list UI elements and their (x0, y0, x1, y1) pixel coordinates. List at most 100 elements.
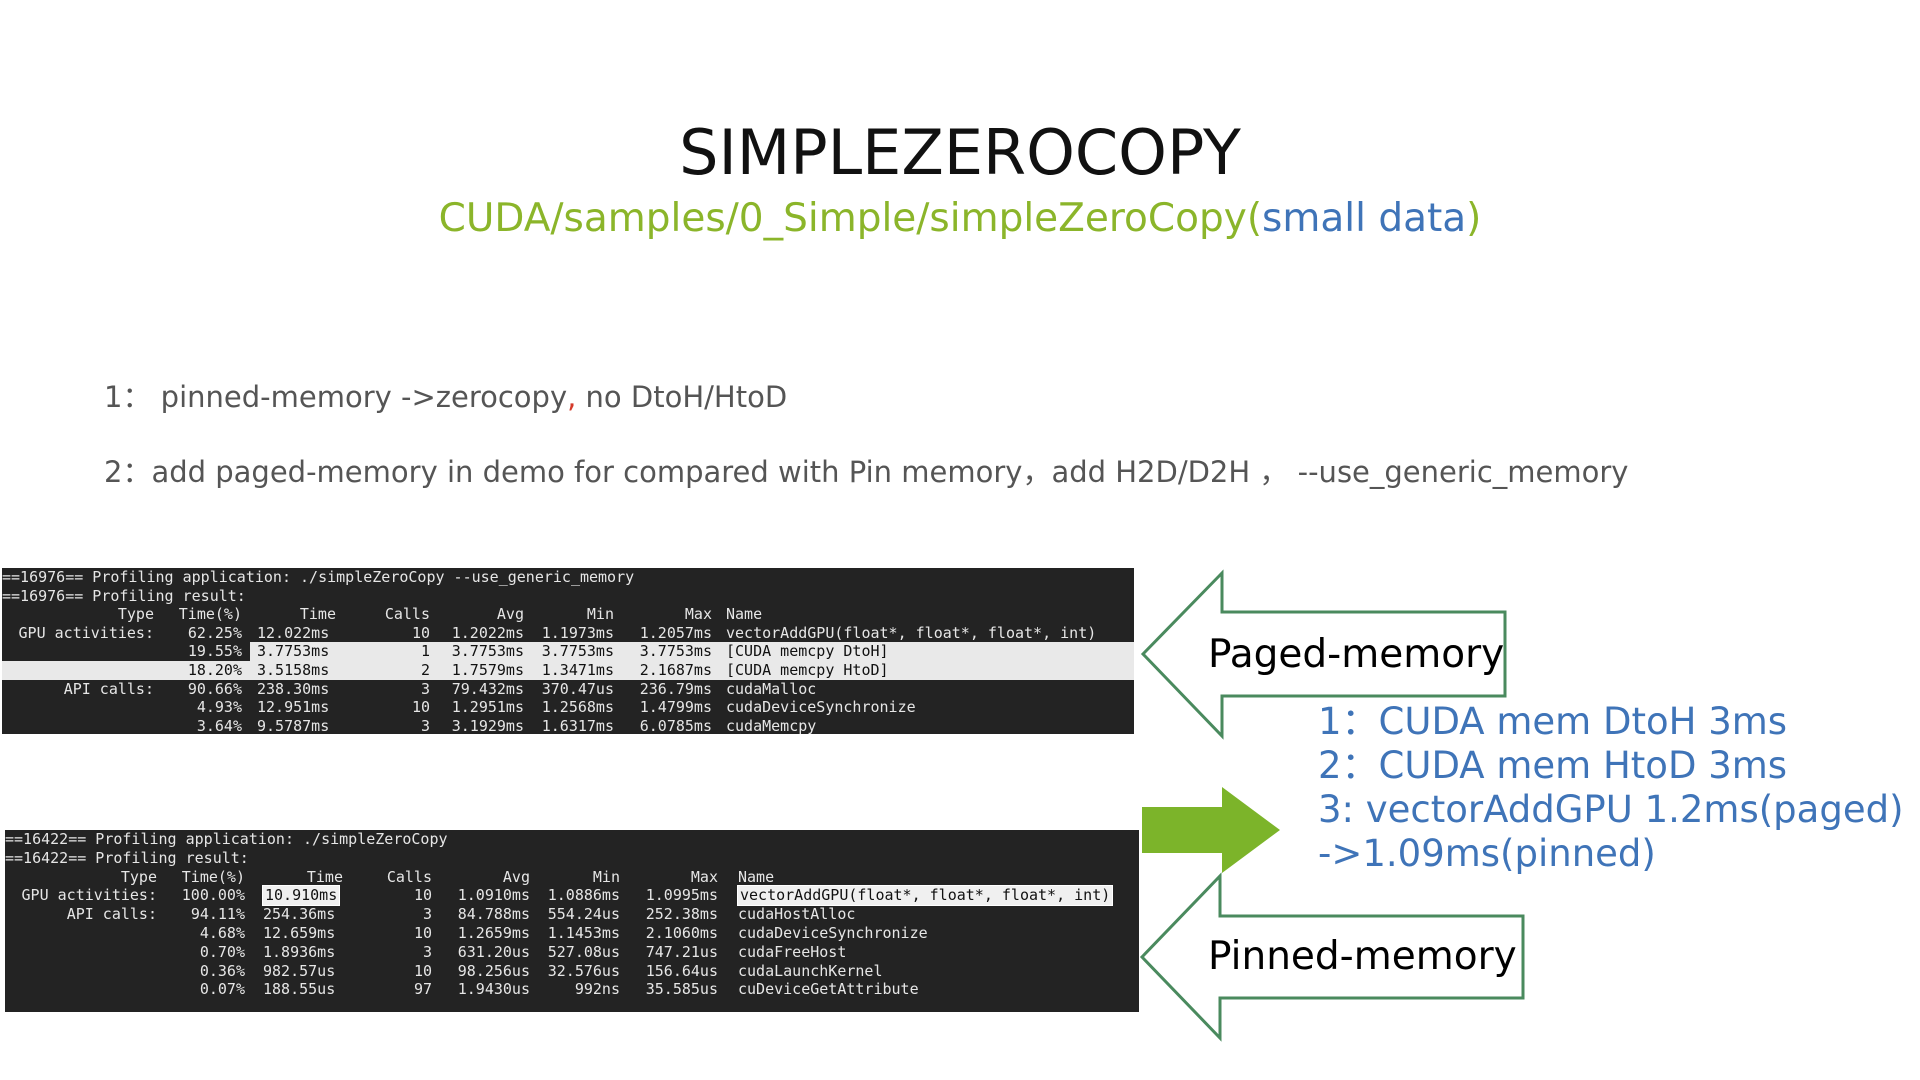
table-cell-calls: 10 (413, 923, 432, 942)
terminal-line: ==16422== Profiling application: ./simpl… (5, 830, 448, 848)
table-cell-calls: 3 (422, 905, 432, 924)
table-cell-type: Type (117, 605, 154, 624)
table-cell-time: 3.7753ms (257, 642, 330, 661)
table-cell-calls: 3 (420, 716, 430, 734)
table-cell-calls: 10 (413, 961, 432, 980)
table-cell-max: 2.1060ms (645, 923, 718, 942)
table-cell-avg: 1.0910ms (457, 886, 530, 905)
note-line: 2：CUDA mem HtoD 3ms (1318, 744, 1788, 787)
table-cell-avg: 3.7753ms (451, 642, 524, 661)
table-cell-min: Min (586, 605, 614, 624)
table-cell-min: 32.576us (547, 961, 620, 980)
table-cell-name: cuDeviceGetAttribute (738, 980, 919, 999)
table-cell-calls: 10 (411, 698, 430, 717)
table-cell-avg: 84.788ms (457, 905, 530, 924)
subtitle-path: CUDA/samples/0_Simple/simpleZeroCopy( (438, 196, 1263, 241)
table-cell-calls: 10 (411, 623, 430, 642)
table-cell-min: 1.3471ms (541, 660, 614, 679)
table-cell-min: 370.47us (541, 679, 614, 698)
table-cell-time: 9.5787ms (257, 716, 330, 734)
table-cell-min: 1.6317ms (541, 716, 614, 734)
table-cell-name: Name (726, 605, 763, 624)
terminal-pinned-memory: ==16422== Profiling application: ./simpl… (5, 830, 1139, 1012)
table-cell-time: Time (299, 605, 336, 624)
table-cell-pct: 0.70% (199, 942, 245, 961)
table-cell-pct: 3.64% (196, 716, 242, 734)
table-cell-name: cudaFreeHost (738, 942, 847, 961)
terminal-paged-memory: ==16976== Profiling application: ./simpl… (2, 568, 1134, 734)
table-cell-name: cudaMalloc (726, 679, 817, 698)
table-cell-pct: 4.68% (199, 923, 245, 942)
terminal-line: ==16976== Profiling result: (2, 586, 246, 605)
subtitle-close: ) (1466, 196, 1482, 241)
table-cell-time: 982.57us (263, 961, 336, 980)
table-cell-time: 12.951ms (257, 698, 330, 717)
table-cell-avg: 1.9430us (457, 980, 530, 999)
table-cell-max: 156.64us (645, 961, 718, 980)
table-cell-pct: 4.93% (196, 698, 242, 717)
table-cell-pct: 0.36% (199, 961, 245, 980)
table-cell-pct: 0.07% (199, 980, 245, 999)
table-cell-name: cudaHostAlloc (738, 905, 856, 924)
bullet-2: 2：add paged-memory in demo for compared … (104, 455, 1629, 489)
table-cell-pct: 100.00% (181, 886, 245, 905)
table-cell-max: Max (690, 867, 718, 886)
table-cell-name: [CUDA memcpy DtoH] (726, 642, 889, 661)
table-cell-calls: Calls (386, 867, 432, 886)
table-cell-max: 3.7753ms (639, 642, 712, 661)
table-cell-max: Max (684, 605, 712, 624)
table-cell-avg: 98.256us (457, 961, 530, 980)
table-cell-time: 12.022ms (257, 623, 330, 642)
table-cell-name: cudaDeviceSynchronize (738, 923, 928, 942)
bullet-1-separator: , (567, 380, 577, 414)
table-cell-avg: 3.1929ms (451, 716, 524, 734)
table-cell-min: 3.7753ms (541, 642, 614, 661)
table-cell-pct: 94.11% (190, 905, 245, 924)
table-cell-max: 6.0785ms (639, 716, 712, 734)
slide-title: SIMPLEZEROCOPY (679, 116, 1241, 189)
table-cell-calls: Calls (384, 605, 430, 624)
note-line: ->1.09ms(pinned) (1318, 832, 1656, 875)
comparison-notes: 1：CUDA mem DtoH 3ms 2：CUDA mem HtoD 3ms … (1318, 700, 1904, 876)
table-cell-name: vectorAddGPU(float*, float*, float*, int… (736, 885, 1114, 907)
table-cell-max: 2.1687ms (639, 660, 712, 679)
paged-memory-label: Paged-memory (1208, 632, 1505, 677)
terminal-line: ==16976== Profiling application: ./simpl… (2, 568, 635, 586)
table-cell-max: 1.2057ms (639, 623, 712, 642)
table-cell-max: 35.585us (645, 980, 718, 999)
table-cell-time: 3.5158ms (257, 660, 330, 679)
right-arrow-icon (1142, 787, 1280, 873)
table-cell-max: 252.38ms (645, 905, 718, 924)
table-cell-time: 10.910ms (261, 885, 341, 907)
table-cell-avg: 1.7579ms (451, 660, 524, 679)
table-cell-max: 236.79ms (639, 679, 712, 698)
table-cell-min: 527.08us (547, 942, 620, 961)
table-cell-time: 238.30ms (257, 679, 330, 698)
table-cell-max: 1.4799ms (639, 698, 712, 717)
table-cell-time: 12.659ms (263, 923, 336, 942)
table-cell-calls: 3 (422, 942, 432, 961)
table-cell-name: [CUDA memcpy HtoD] (726, 660, 889, 679)
table-cell-pct: 62.25% (187, 623, 242, 642)
table-cell-pct: 90.66% (187, 679, 242, 698)
table-cell-type: GPU activities: (18, 623, 154, 642)
table-cell-calls: 2 (420, 660, 430, 679)
table-cell-time: 1.8936ms (263, 942, 336, 961)
table-cell-min: 1.2568ms (541, 698, 614, 717)
table-cell-calls: 10 (413, 886, 432, 905)
table-cell-min: 992ns (574, 980, 620, 999)
table-cell-avg: 79.432ms (451, 679, 524, 698)
table-cell-pct: Time(%) (181, 867, 245, 886)
table-cell-type: Type (120, 867, 157, 886)
table-cell-pct: Time(%) (178, 605, 242, 624)
table-cell-name: vectorAddGPU(float*, float*, float*, int… (726, 623, 1097, 642)
subtitle-highlight: small data (1262, 196, 1467, 241)
